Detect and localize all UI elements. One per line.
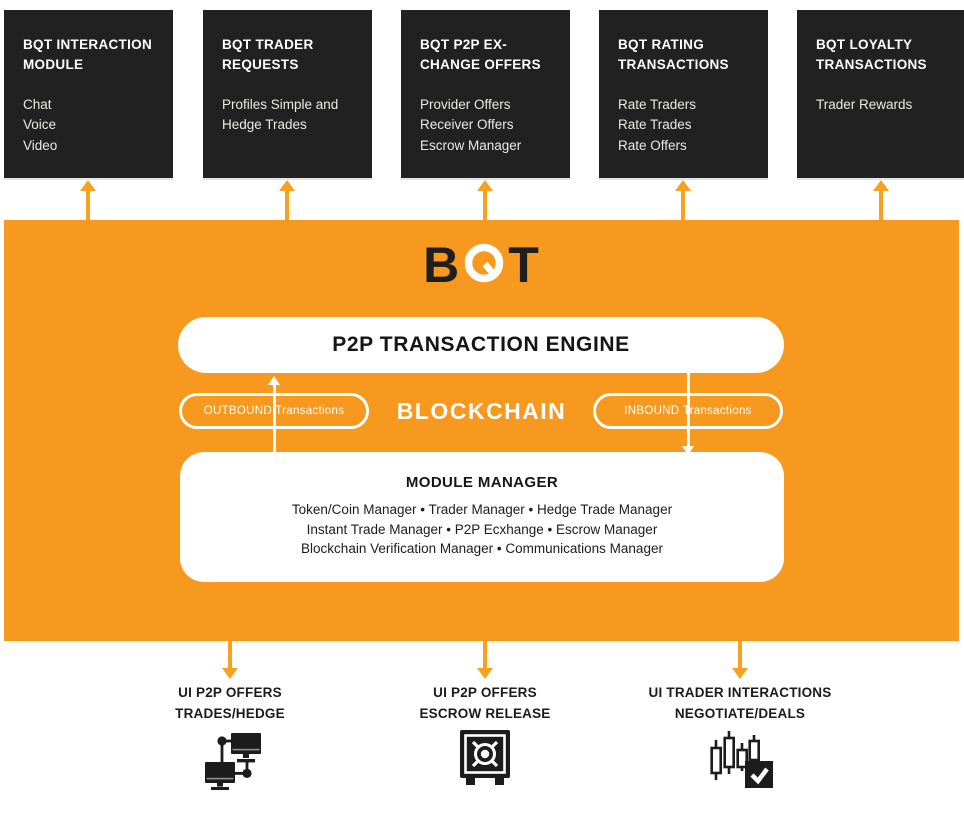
card-items: Chat Voice Video (23, 95, 159, 156)
ui-output-line1: UI P2P OFFERS (433, 685, 537, 700)
card-item: Video (23, 137, 58, 153)
logo-letter-b: B (423, 237, 461, 293)
card-item: Voice (23, 117, 57, 133)
logo-letter-t: T (508, 237, 540, 293)
module-manager-title: MODULE MANAGER (405, 474, 559, 491)
outbound-up-arrow-icon (267, 376, 281, 455)
p2p-transaction-engine-box: P2P TRANSACTION ENGINE (178, 317, 784, 373)
card-item: Receiver Offers (420, 117, 514, 133)
card-items: Provider Offers Receiver Offers Escrow M… (420, 95, 556, 156)
card-title: BQT P2P EX- CHANGE OFFERS (420, 37, 541, 72)
safe-vault-icon (459, 729, 511, 792)
card-trader-requests: BQT TRADER REQUESTS Profiles Simple and … (203, 10, 372, 178)
bqt-logo: B T (4, 240, 959, 290)
down-arrow-icon (477, 641, 493, 679)
card-items: Trader Rewards (816, 95, 950, 115)
up-arrow-icon (873, 180, 889, 220)
card-rating-transactions: BQT RATING TRANSACTIONS Rate Traders Rat… (599, 10, 768, 178)
card-title: BQT INTERACTION MODULE (23, 37, 152, 72)
ui-output-line1: UI P2P OFFERS (178, 685, 282, 700)
module-manager-line: Instant Trade Manager • P2P Ecxhange • E… (306, 521, 658, 537)
card-interaction-module: BQT INTERACTION MODULE Chat Voice Video (4, 10, 173, 178)
module-manager-box: MODULE MANAGER Token/Coin Manager • Trad… (180, 452, 784, 582)
card-item: Rate Offers (618, 137, 687, 153)
card-item: Chat (23, 97, 52, 113)
down-arrow-icon (732, 641, 748, 679)
card-item: Rate Traders (618, 97, 697, 113)
up-arrow-icon (279, 180, 295, 220)
candlestick-check-icon (708, 727, 774, 794)
ui-output-trades-hedge: UI P2P OFFERS TRADES/HEDGE (90, 683, 370, 725)
module-manager-line: Blockchain Verification Manager • Commun… (301, 541, 663, 557)
logo-q-icon (465, 243, 504, 283)
module-manager-line: Token/Coin Manager • Trader Manager • He… (291, 502, 673, 517)
card-loyalty-transactions: BQT LOYALTY TRANSACTIONS Trader Rewards (797, 10, 964, 178)
inbound-down-arrow-icon (681, 373, 695, 455)
card-item: Profiles Simple and Hedge Trades (222, 97, 339, 133)
card-title: BQT TRADER REQUESTS (222, 37, 314, 72)
card-item: Escrow Manager (420, 137, 522, 153)
down-arrow-icon (222, 641, 238, 679)
card-title: BQT RATING TRANSACTIONS (618, 37, 729, 72)
module-manager-lines: Token/Coin Manager • Trader Manager • He… (180, 500, 784, 559)
card-item: Rate Trades (618, 117, 692, 133)
up-arrow-icon (80, 180, 96, 220)
network-computers-icon (197, 731, 263, 796)
core-panel: B T P2P TRANSACTION ENGINE BLOCKCHAIN OU… (4, 220, 959, 641)
ui-output-line2: ESCROW RELEASE (419, 705, 551, 721)
card-items: Profiles Simple and Hedge Trades (222, 95, 358, 136)
card-item: Provider Offers (420, 97, 511, 113)
card-item: Trader Rewards (816, 97, 913, 113)
blockchain-label: BLOCKCHAIN (396, 397, 567, 424)
ui-output-escrow-release: UI P2P OFFERS ESCROW RELEASE (345, 683, 625, 725)
ui-output-line2: NEGOTIATE/DEALS (674, 705, 806, 721)
card-items: Rate Traders Rate Trades Rate Offers (618, 95, 754, 156)
up-arrow-icon (675, 180, 691, 220)
card-p2p-exchange-offers: BQT P2P EX- CHANGE OFFERS Provider Offer… (401, 10, 570, 178)
up-arrow-icon (477, 180, 493, 220)
ui-output-line2: TRADES/HEDGE (175, 705, 285, 721)
ui-output-line1: UI TRADER INTERACTIONS (648, 685, 832, 700)
ui-output-negotiate-deals: UI TRADER INTERACTIONS NEGOTIATE/DEALS (600, 683, 880, 725)
card-title: BQT LOYALTY TRANSACTIONS (816, 37, 927, 72)
